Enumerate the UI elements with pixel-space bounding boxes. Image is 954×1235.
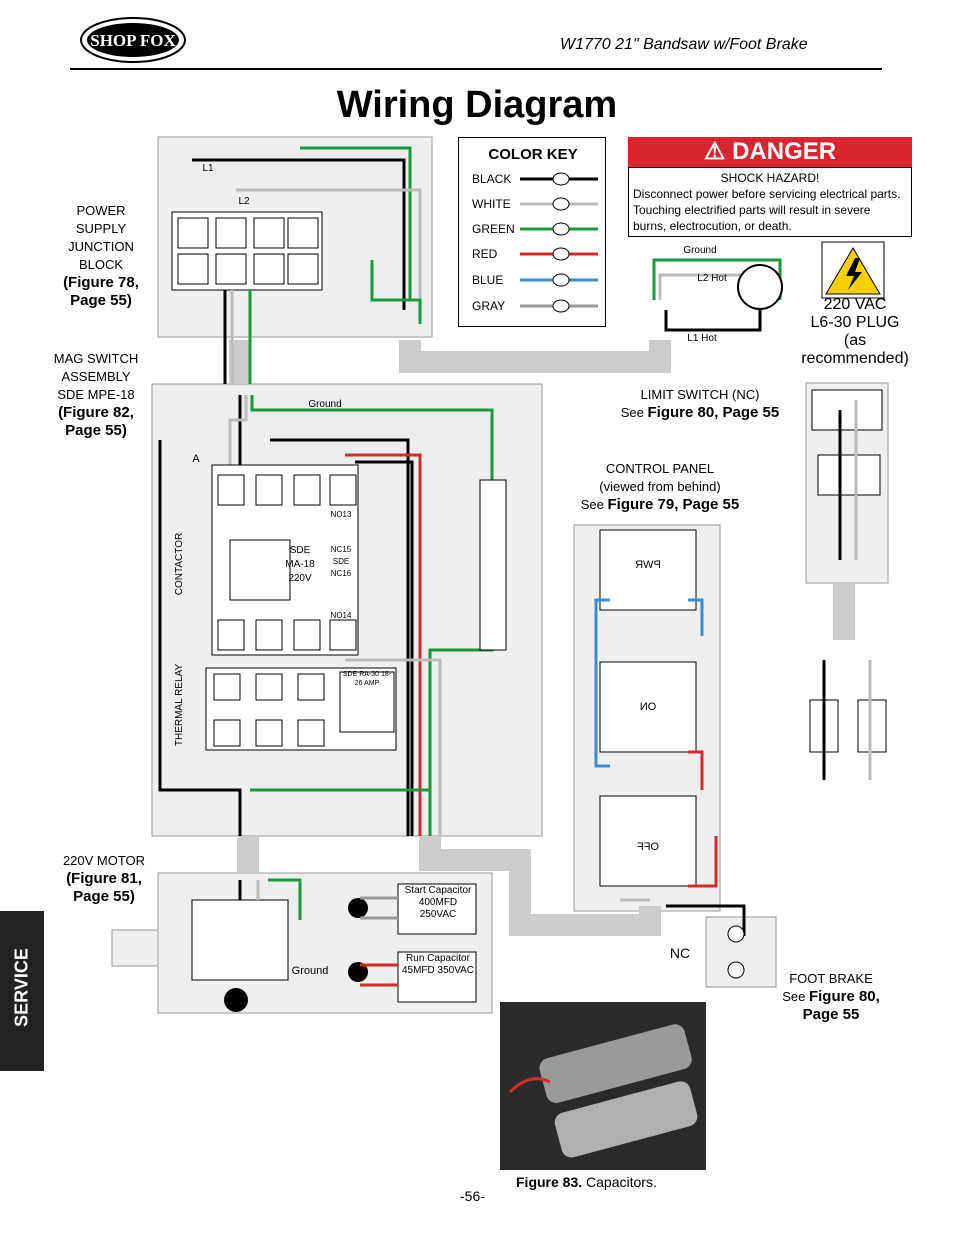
color-key-black: BLACK <box>472 172 512 186</box>
color-key-gray: GRAY <box>472 299 506 313</box>
run-capacitor-label: Run Capacitor 45MFD 350VAC <box>401 953 475 976</box>
color-key-green: GREEN <box>472 222 515 236</box>
plug-ground-label: Ground <box>683 245 717 256</box>
model-title: W1770 21" Bandsaw w/Foot Brake <box>560 36 808 53</box>
l1-label: L1 <box>202 163 214 174</box>
l6-30-plug-icon <box>737 264 783 310</box>
color-key-white: WHITE <box>472 197 511 211</box>
thermal-relay-label: THERMAL RELAY <box>174 663 185 747</box>
a-label: A <box>192 453 200 465</box>
pwr-switch-label: PWR <box>635 559 661 571</box>
hazard-icon <box>821 241 885 299</box>
nc-label: NC <box>669 945 691 961</box>
l1-hot-label: L1 Hot <box>687 333 717 344</box>
service-tab[interactable]: SERVICE <box>0 911 44 1071</box>
l2-hot-label: L2 Hot <box>697 273 727 284</box>
conduit <box>399 340 671 373</box>
contactor-label: CONTACTOR <box>174 532 185 596</box>
control-panel-label: CONTROL PANEL (viewed from behind) See F… <box>580 461 740 513</box>
danger-body: SHOCK HAZARD! Disconnect power before se… <box>628 167 912 237</box>
run-capacitor <box>397 951 477 1003</box>
page-number: -56- <box>460 1188 485 1204</box>
ground-label: Ground <box>308 399 342 410</box>
motor-label: 220V MOTOR (Figure 81, Page 55) <box>62 853 146 905</box>
on-switch-label: ON <box>639 701 657 713</box>
figure-83-caption: Figure 83. Capacitors. <box>516 1174 657 1190</box>
junction-terminals <box>171 211 323 291</box>
shop-fox-logo: SHOP FOX <box>78 14 188 66</box>
no14-label: NO14 <box>330 611 352 620</box>
header-rule <box>70 68 882 70</box>
svg-text:SHOP FOX: SHOP FOX <box>90 31 176 50</box>
l2-label: L2 <box>238 196 250 207</box>
color-key: COLOR KEY <box>458 137 606 327</box>
relay-model-label: SDE RA-30 18-26 AMP <box>342 671 392 687</box>
color-key-red: RED <box>472 247 498 261</box>
off-switch-label: OFF <box>637 841 659 853</box>
start-capacitor-label: Start Capacitor 400MFD 250VAC <box>404 885 472 920</box>
motor-lead <box>224 988 248 1012</box>
color-key-swatches <box>520 172 598 313</box>
danger-header: ⚠ DANGER <box>628 137 912 167</box>
start-capacitor <box>397 883 477 935</box>
relay-dial <box>339 671 395 733</box>
no13-label: NO13 <box>330 510 352 519</box>
mag-switch-label: MAG SWITCH ASSEMBLY SDE MPE-18 (Figure 8… <box>53 351 139 439</box>
psjb-label: POWER SUPPLY JUNCTION BLOCK (Figure 78, … <box>63 203 139 309</box>
foot-brake-label: FOOT BRAKE See Figure 80, Page 55 <box>782 971 880 1023</box>
motor-shaft <box>111 929 159 967</box>
page-title: Wiring Diagram <box>336 84 618 126</box>
color-key-blue: BLUE <box>472 273 504 287</box>
motor-terminal <box>191 899 289 981</box>
ground-strip <box>479 479 507 651</box>
conduit <box>419 836 661 936</box>
limit-switch-label: LIMIT SWITCH (NC) See Figure 80, Page 55 <box>620 387 780 421</box>
plug-label: 220 VAC L6-30 PLUG (as recommended) <box>801 296 909 367</box>
capacitors-photo <box>500 1002 706 1170</box>
motor-ground-label: Ground <box>291 965 329 977</box>
